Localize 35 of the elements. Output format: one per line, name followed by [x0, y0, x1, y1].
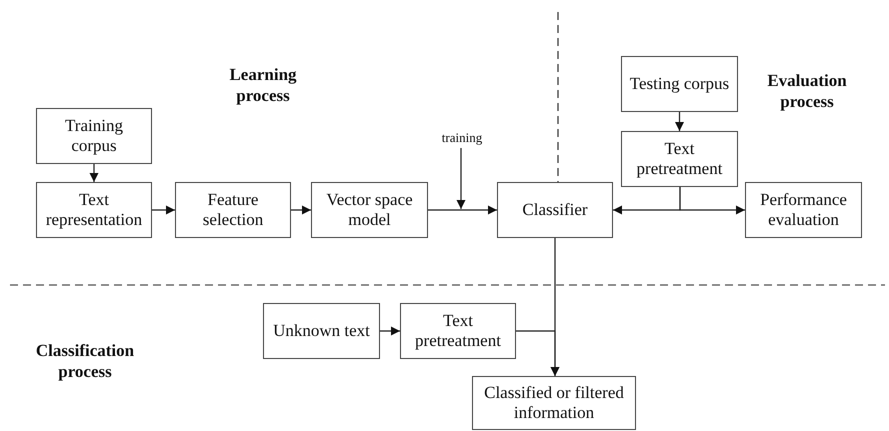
arrow: [90, 164, 98, 182]
arrow: [152, 206, 175, 214]
process-box: [400, 303, 516, 359]
arrow: [428, 206, 497, 214]
process-box: [472, 376, 636, 430]
box-label: Training corpus: [64, 116, 124, 156]
box-label: Text pretreatment: [636, 138, 724, 180]
arrow: [675, 112, 684, 131]
process-box: [36, 182, 152, 238]
arrow: [679, 187, 745, 214]
box-label: Vector space model: [325, 190, 414, 230]
box-label: training: [442, 130, 482, 146]
process-box: [311, 182, 428, 238]
arrow: [456, 148, 466, 209]
arrow: [516, 330, 560, 376]
process-box: [745, 182, 862, 238]
box-label: Classified or filtered information: [483, 382, 625, 424]
section-heading: Classification process: [35, 340, 135, 382]
process-box: [621, 56, 738, 112]
process-box: [175, 182, 291, 238]
process-box: [621, 131, 738, 187]
arrow: [291, 206, 311, 214]
arrow: [380, 326, 400, 336]
box-label: Classifier: [522, 200, 588, 220]
box-label: Text representation: [44, 190, 144, 230]
box-label: Feature selection: [202, 190, 264, 230]
process-box: [497, 182, 613, 238]
section-heading: Learning process: [228, 64, 298, 106]
box-label: Performance evaluation: [759, 190, 848, 230]
process-box: [36, 108, 152, 164]
box-label: Text pretreatment: [414, 310, 502, 352]
section-heading: Evaluation process: [766, 70, 848, 112]
box-label: Testing corpus: [630, 74, 730, 94]
process-box: [263, 303, 380, 359]
box-label: Unknown text: [273, 320, 370, 342]
